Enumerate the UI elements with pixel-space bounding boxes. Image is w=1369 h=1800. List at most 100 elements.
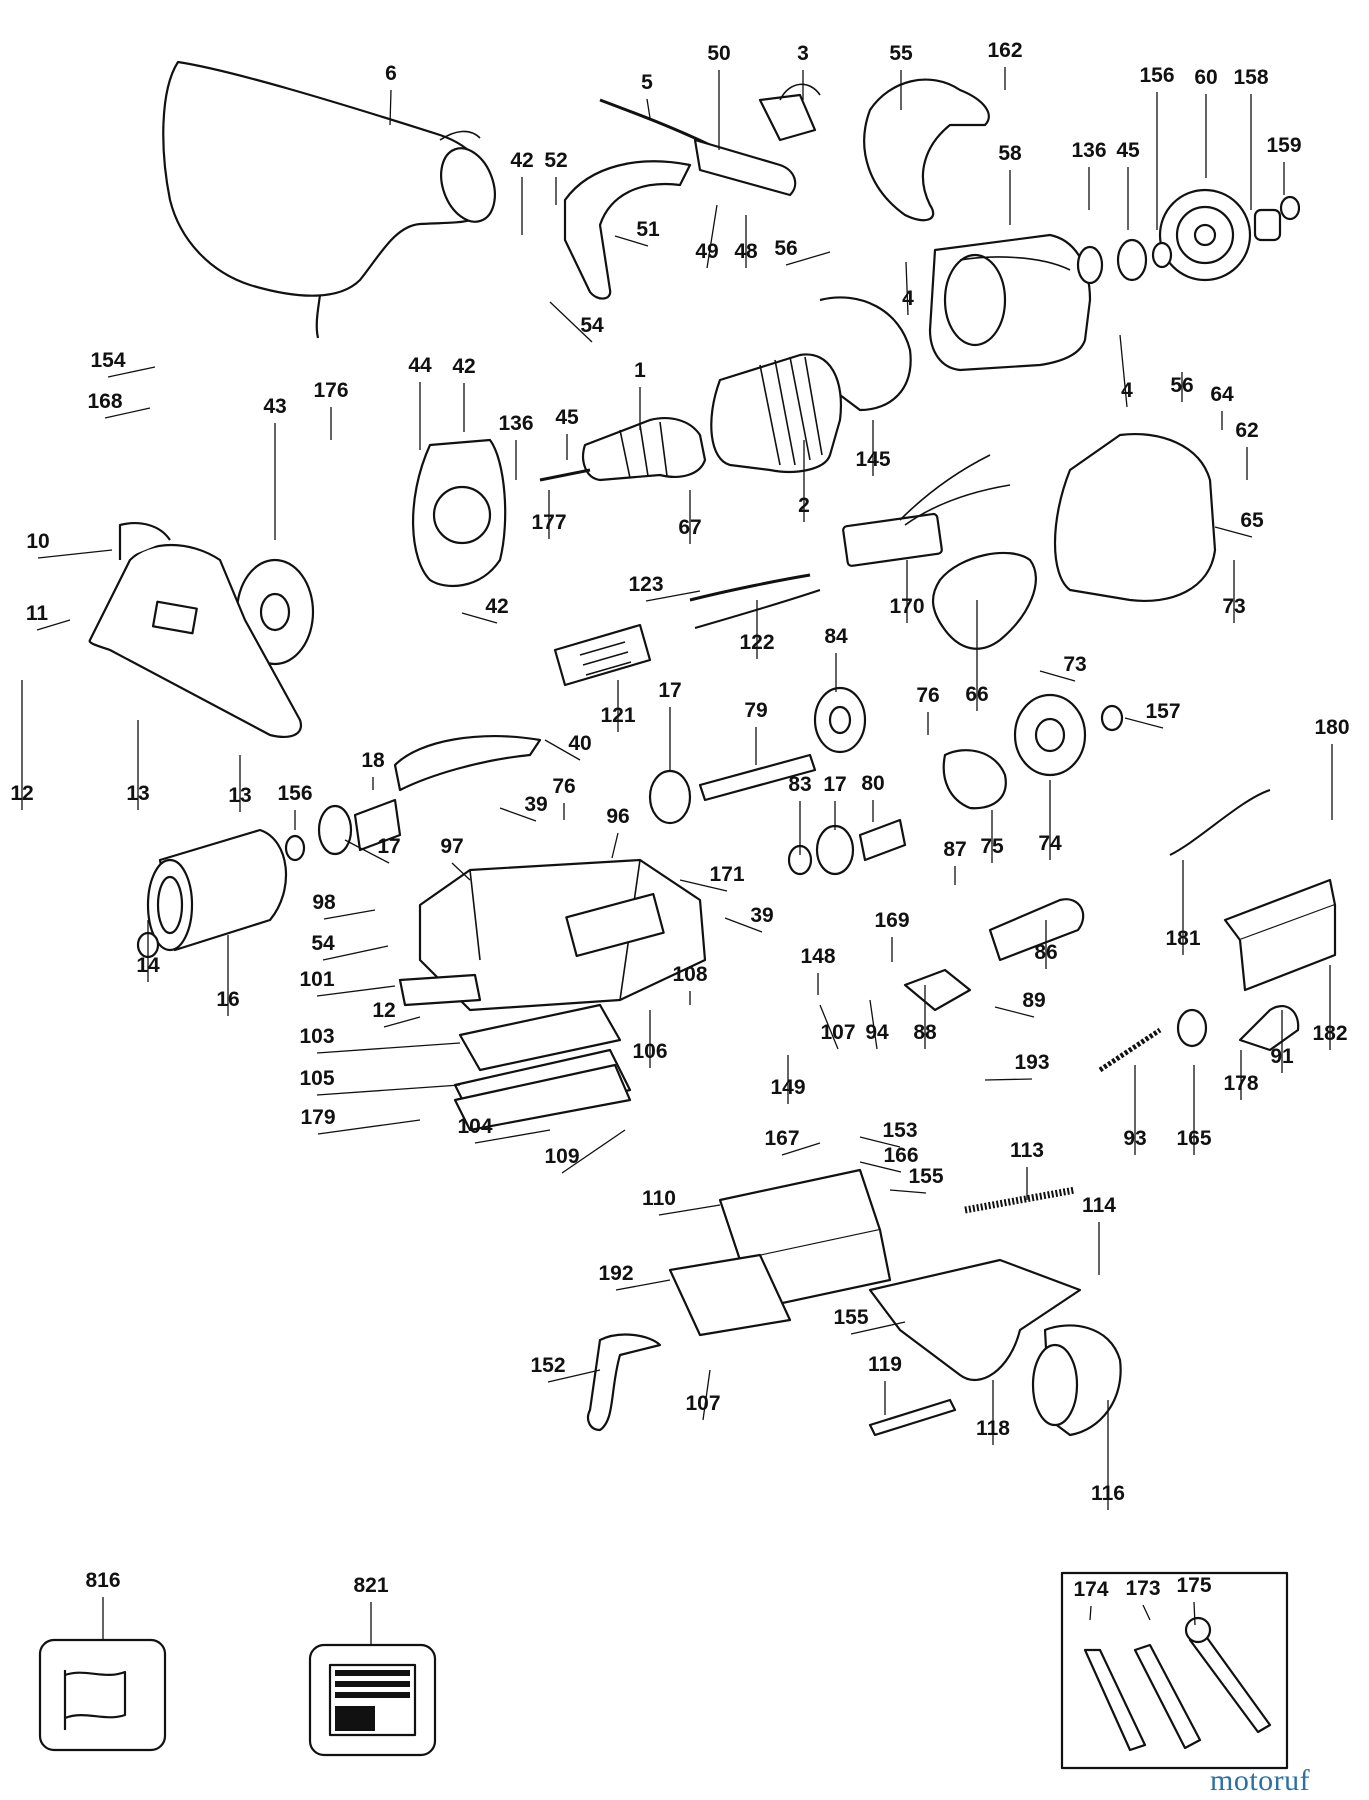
parts-number-44: 44 — [408, 354, 432, 377]
parts-number-154: 154 — [90, 349, 125, 372]
parts-leader-152 — [547, 1369, 601, 1383]
parts-leader-174 — [1089, 1605, 1092, 1621]
tools-drawing — [1083, 1616, 1272, 1752]
parts-leader-96 — [611, 832, 619, 859]
parts-leader-42 — [461, 612, 498, 624]
parts-leader-49 — [706, 204, 718, 269]
parts-number-158: 158 — [1233, 66, 1268, 89]
parts-leader-4 — [905, 261, 909, 316]
parts-number-45: 45 — [1116, 139, 1140, 162]
parts-number-149: 149 — [770, 1076, 805, 1099]
parts-number-10: 10 — [26, 530, 49, 553]
parts-number-93: 93 — [1123, 1127, 1146, 1150]
parts-leader-192 — [615, 1279, 671, 1291]
parts-number-86: 86 — [1034, 941, 1057, 964]
parts-number-64: 64 — [1210, 383, 1234, 406]
parts-number-6: 6 — [385, 62, 397, 85]
parts-leader-39 — [499, 807, 537, 822]
parts-number-50: 50 — [707, 42, 730, 65]
parts-number-113: 113 — [1010, 1139, 1044, 1162]
dust-bag-drawing — [162, 60, 496, 339]
parts-number-74: 74 — [1038, 832, 1062, 855]
parts-number-54: 54 — [311, 932, 335, 955]
parts-number-49: 49 — [695, 240, 718, 263]
parts-number-51: 51 — [636, 218, 660, 241]
parts-number-65: 65 — [1240, 509, 1264, 532]
watermark-text: motoruf — [1210, 1764, 1310, 1797]
parts-number-156: 156 — [277, 782, 312, 805]
parts-number-13: 13 — [228, 784, 251, 807]
parts-number-178: 178 — [1223, 1072, 1258, 1095]
parts-leader-39 — [724, 917, 763, 933]
parts-leader-107 — [702, 1369, 711, 1421]
parts-number-104: 104 — [457, 1115, 492, 1138]
parts-number-109: 109 — [544, 1145, 579, 1168]
parts-number-87: 87 — [943, 838, 966, 861]
boxes-number-821: 821 — [353, 1574, 388, 1597]
parts-number-175: 175 — [1176, 1574, 1211, 1597]
parts-number-67: 67 — [678, 516, 701, 539]
parts-number-56: 56 — [1170, 374, 1193, 397]
parts-number-18: 18 — [361, 749, 385, 772]
parts-number-169: 169 — [874, 909, 909, 932]
parts-number-73: 73 — [1222, 595, 1245, 618]
parts-number-173: 173 — [1125, 1577, 1160, 1600]
parts-leader-17 — [344, 839, 390, 864]
parts-number-116: 116 — [1091, 1482, 1125, 1505]
parts-number-110: 110 — [642, 1187, 676, 1210]
parts-leader-109 — [561, 1129, 626, 1174]
parts-number-14: 14 — [136, 954, 160, 977]
parts-leader-40 — [544, 739, 581, 761]
ring-145-drawing — [819, 296, 912, 412]
frame-assembly-drawing — [586, 1168, 1122, 1437]
parts-leader-97 — [451, 862, 471, 881]
switch-drawing — [842, 454, 1011, 567]
parts-leader-179 — [317, 1119, 421, 1135]
parts-number-56: 56 — [774, 237, 797, 260]
parts-leader-65 — [1214, 526, 1253, 538]
parts-number-58: 58 — [998, 142, 1022, 165]
parts-number-2: 2 — [798, 494, 810, 517]
parts-number-123: 123 — [628, 573, 663, 596]
parts-number-162: 162 — [987, 39, 1022, 62]
stator-drawing — [710, 353, 842, 473]
parts-leader-105 — [316, 1084, 461, 1096]
parts-number-5: 5 — [641, 71, 653, 94]
parts-leader-5 — [646, 98, 651, 119]
parts-leader-73 — [1039, 670, 1076, 682]
parts-number-1: 1 — [634, 359, 646, 382]
parts-leader-104 — [474, 1129, 551, 1144]
parts-number-39: 39 — [524, 793, 547, 816]
flag-icon — [63, 1670, 127, 1730]
handle-51-drawing — [563, 160, 692, 300]
drive-train-drawing — [648, 686, 1124, 876]
motor-housing-drawing — [928, 233, 1092, 372]
armature-drawing — [539, 417, 707, 482]
parts-leader-154 — [107, 366, 156, 378]
parts-number-118: 118 — [976, 1417, 1010, 1440]
parts-number-62: 62 — [1235, 419, 1258, 442]
parts-number-136: 136 — [498, 412, 533, 435]
parts-number-168: 168 — [87, 390, 122, 413]
parts-leader-110 — [658, 1204, 721, 1216]
parts-leader-168 — [104, 407, 151, 419]
parts-number-106: 106 — [632, 1040, 667, 1063]
parts-leader-155 — [850, 1321, 906, 1335]
parts-number-174: 174 — [1073, 1578, 1108, 1601]
parts-number-4: 4 — [902, 287, 914, 310]
parts-number-4: 4 — [1121, 379, 1133, 402]
parts-number-180: 180 — [1314, 716, 1349, 739]
parts-number-105: 105 — [299, 1067, 334, 1090]
parts-number-148: 148 — [800, 945, 835, 968]
parts-leader-167 — [781, 1142, 821, 1156]
leader-lines — [21, 67, 1333, 1645]
parts-number-179: 179 — [300, 1106, 335, 1129]
parts-number-79: 79 — [744, 699, 767, 722]
parts-leader-10 — [37, 549, 113, 559]
parts-leader-155 — [889, 1189, 927, 1194]
parts-number-17: 17 — [823, 773, 846, 796]
parts-number-159: 159 — [1266, 134, 1301, 157]
parts-number-75: 75 — [980, 835, 1004, 858]
parts-number-114: 114 — [1082, 1194, 1116, 1217]
